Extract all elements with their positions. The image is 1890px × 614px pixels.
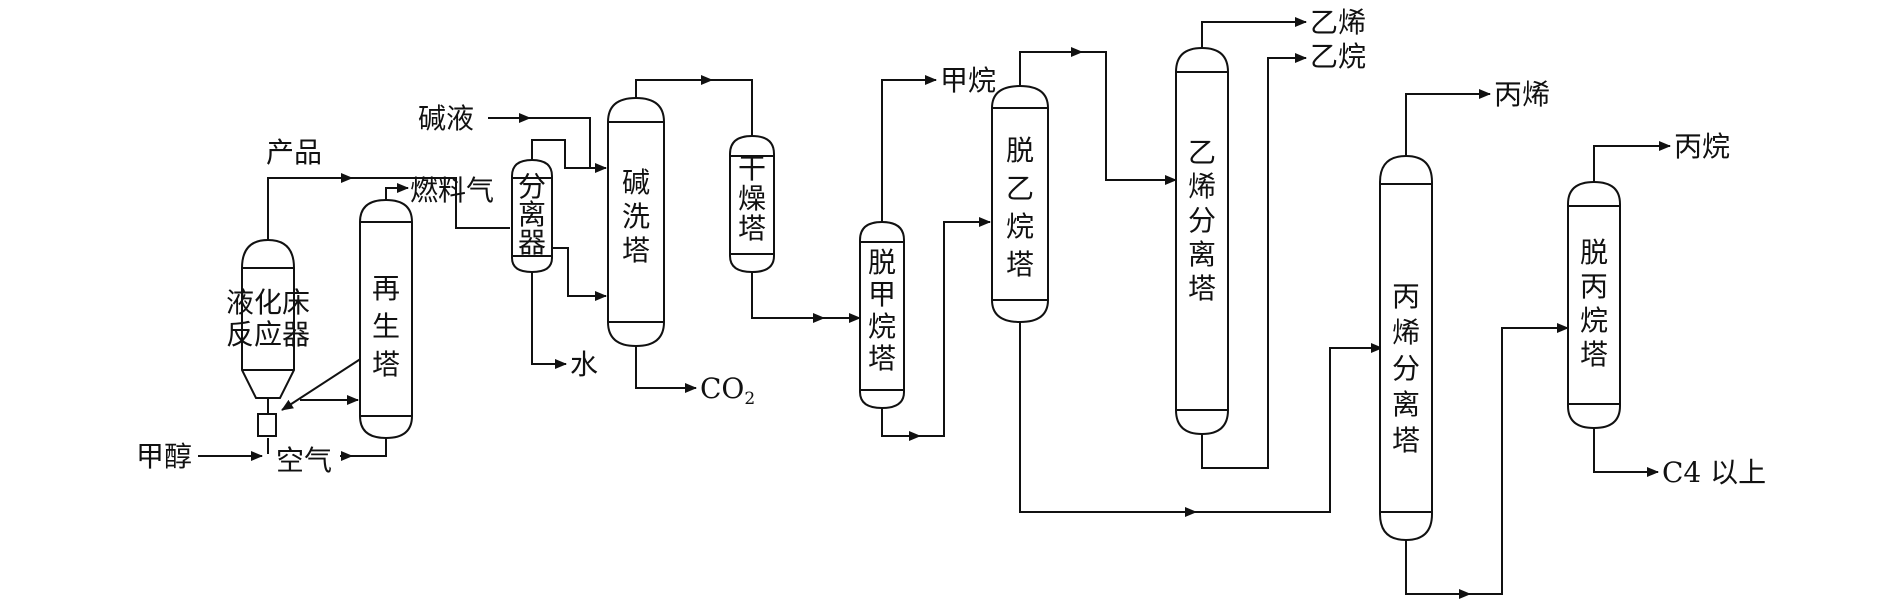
c4-plus-label: C4 以上	[1662, 456, 1766, 489]
dryer-label-char: 燥	[738, 182, 766, 215]
ethylene-splitter-label-char: 乙	[1188, 136, 1216, 169]
deethanizer-label-char: 塔	[1006, 248, 1034, 281]
depropanizer-label-char: 丙	[1580, 270, 1608, 303]
methanol-label: 甲醇	[136, 440, 192, 473]
separator-label-char: 分	[518, 170, 546, 203]
water-line	[531, 268, 567, 369]
ethylene-splitter-label-char: 分	[1188, 204, 1216, 237]
caustic-wash-label-char: 洗	[622, 200, 650, 233]
separator-vessel	[511, 158, 553, 274]
propylene-splitter-label-char: 分	[1392, 352, 1420, 385]
flow-lines	[198, 17, 1671, 599]
regenerator-label-char: 再	[372, 272, 400, 305]
caustic-label: 碱液	[418, 102, 474, 135]
propylene-line	[1405, 89, 1491, 156]
ethylene-line	[1201, 17, 1307, 48]
demethanizer-vessel	[859, 220, 905, 410]
propylene-label: 丙烯	[1494, 78, 1550, 111]
methane-line	[881, 75, 937, 222]
reactor-vessel	[241, 238, 295, 437]
depropanizer-vessel	[1567, 180, 1621, 430]
water-label: 水	[570, 348, 598, 381]
ethane-line	[1201, 53, 1307, 469]
regenerator-label: 再生塔	[372, 272, 400, 381]
depropanizer-label-char: 脱	[1580, 236, 1608, 269]
product-line	[267, 177, 510, 242]
air-label: 空气	[276, 444, 332, 477]
caustic-wash-label-char: 碱	[622, 166, 650, 199]
separator-label-char: 器	[518, 226, 546, 259]
propylene-splitter-label-char: 烯	[1392, 316, 1420, 349]
dryer-bottom-line	[751, 272, 861, 323]
demethanizer-label-char: 脱	[868, 246, 896, 279]
demethanizer-bottom-line	[881, 217, 991, 437]
caustic-wash-label: 碱洗塔	[622, 166, 650, 267]
demethanizer-label-char: 塔	[868, 342, 896, 375]
vessels	[241, 46, 1621, 542]
co2-label-subscript: 2	[744, 389, 755, 409]
separator-overhead-line	[531, 139, 607, 173]
separator-side-line	[548, 247, 607, 301]
stream-labels: 甲醇 空气 产品 燃料气 碱液 水 CO2 甲烷 乙烯 乙烷 丙烯 丙烷 C4 …	[136, 6, 1766, 489]
ethylene-splitter-label-char: 烯	[1188, 170, 1216, 203]
deethanizer-label-char: 乙	[1006, 172, 1034, 205]
deethanizer-bottom-line	[1019, 322, 1383, 513]
ethane-label: 乙烷	[1310, 40, 1366, 73]
deethanizer-label-char: 脱	[1006, 134, 1034, 167]
demethanizer-label-char: 烷	[868, 310, 896, 343]
demethanizer-label-char: 甲	[868, 278, 896, 311]
c4-line	[1593, 428, 1659, 477]
propane-label: 丙烷	[1674, 130, 1730, 163]
propylene-bottom-line	[1405, 323, 1569, 595]
propylene-splitter-label-char: 塔	[1392, 424, 1420, 457]
ethylene-splitter-vessel	[1175, 46, 1229, 436]
caustic-wash-label-char: 塔	[622, 234, 650, 267]
propylene-splitter-label-char: 丙	[1392, 280, 1420, 313]
propylene-splitter-vessel	[1379, 154, 1433, 542]
caustic-wash-vessel	[607, 96, 665, 348]
methane-label: 甲烷	[940, 64, 996, 97]
co2-label-base: CO	[700, 372, 744, 405]
reactor-label-line1: 液化床	[226, 286, 310, 319]
dryer-label-char: 干	[738, 152, 766, 185]
regenerator-label-char: 塔	[372, 348, 400, 381]
ethylene-label: 乙烯	[1310, 6, 1366, 39]
deethanizer-label-char: 烷	[1006, 210, 1034, 243]
co2-line	[635, 346, 697, 393]
ethylene-splitter-label-char: 离	[1188, 238, 1216, 271]
propane-line	[1593, 141, 1671, 182]
propylene-splitter-label-char: 离	[1392, 388, 1420, 421]
air-line	[340, 438, 387, 457]
deethanizer-overhead-line	[1019, 51, 1177, 185]
deethanizer-vessel	[991, 84, 1049, 324]
regenerator-label-char: 生	[372, 310, 400, 343]
ethylene-splitter-label-char: 塔	[1188, 272, 1216, 305]
depropanizer-label-char: 烷	[1580, 304, 1608, 337]
dryer-label-char: 塔	[738, 212, 766, 245]
regenerator-vessel	[359, 198, 413, 440]
dryer-vessel	[729, 134, 775, 274]
product-label: 产品	[266, 136, 322, 169]
fuel-gas-label: 燃料气	[410, 174, 494, 207]
separator-label: 分离器	[518, 170, 546, 259]
separator-label-char: 离	[518, 198, 546, 231]
reactor-label-line2: 反应器	[226, 318, 310, 351]
co2-label: CO2	[700, 372, 755, 409]
fuel-gas-line	[385, 183, 409, 200]
catalyst-return-line	[281, 357, 363, 411]
dryer-label: 干燥塔	[738, 152, 766, 245]
depropanizer-label-char: 塔	[1580, 338, 1608, 371]
